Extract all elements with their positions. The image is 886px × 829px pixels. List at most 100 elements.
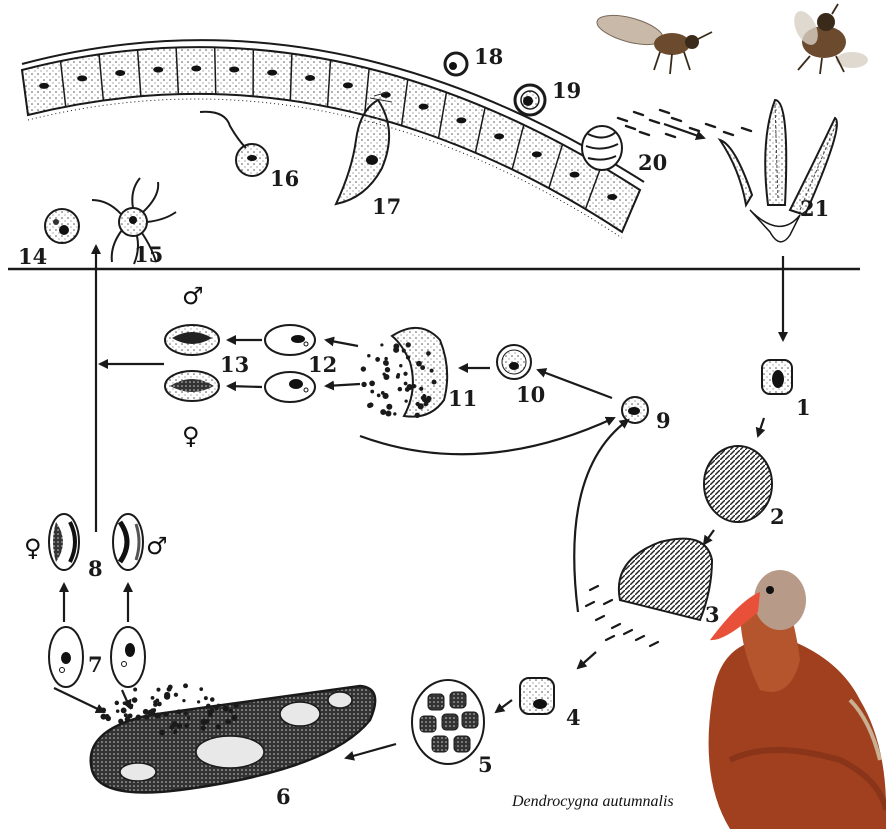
merozoite-dot xyxy=(164,692,170,698)
sporozoite xyxy=(690,128,699,131)
merozoite-dot xyxy=(385,411,391,417)
merozoite-dot xyxy=(210,697,215,702)
merozoite-dot xyxy=(206,704,211,709)
merozoite-dot xyxy=(217,704,220,707)
label-5: 5 xyxy=(478,752,493,777)
merozoite-dot xyxy=(426,396,431,401)
merozoite-dot xyxy=(115,701,119,705)
merozoite-dot xyxy=(182,699,185,702)
epithelial-nucleus xyxy=(77,75,87,81)
merozoite-dot xyxy=(397,373,401,377)
male-symbol-13: ♂ xyxy=(182,282,204,310)
merozoite-dot xyxy=(407,384,413,390)
daughter-cell xyxy=(432,736,448,752)
merozoite xyxy=(636,636,644,640)
merozoite-dot xyxy=(422,394,426,398)
label-18: 18 xyxy=(474,44,503,69)
duck-photo xyxy=(709,570,886,829)
merozoite xyxy=(590,586,598,590)
label-8: 8 xyxy=(88,556,103,581)
stage-3-rupturing-schizont xyxy=(586,539,712,646)
stage-11-rupturing-schizont xyxy=(361,328,448,418)
merozoite-dot xyxy=(233,702,239,708)
released-sporozoites xyxy=(618,110,751,137)
female-symbol-8: ♀ xyxy=(24,534,42,562)
merozoite xyxy=(612,624,620,628)
merozoite xyxy=(650,642,658,646)
merozoite-dot xyxy=(228,709,233,714)
merozoite-dot xyxy=(383,360,389,366)
merozoite-dot xyxy=(187,716,190,719)
merozoite-dot xyxy=(415,413,420,418)
merozoite-dot xyxy=(377,394,381,398)
merozoite-dot xyxy=(208,713,213,718)
label-10: 10 xyxy=(516,382,545,407)
label-9: 9 xyxy=(656,408,671,433)
merozoite-dot xyxy=(386,404,392,410)
stage-2-schizont xyxy=(704,446,772,522)
epithelial-nucleus xyxy=(494,133,504,139)
merozoite-dot xyxy=(404,399,407,402)
daughter-cell xyxy=(454,736,470,752)
epithelial-nucleus xyxy=(305,75,315,81)
label-7: 7 xyxy=(88,652,103,677)
merozoite-dot xyxy=(416,402,420,406)
merozoite-dot xyxy=(406,355,410,359)
merozoite-dot xyxy=(399,364,402,367)
label-3: 3 xyxy=(705,602,720,627)
sporozoite xyxy=(626,126,635,129)
label-6: 6 xyxy=(276,784,291,809)
merozoite-dot xyxy=(156,688,160,692)
merozoite-dot xyxy=(419,387,423,391)
merozoite-dot xyxy=(420,365,425,370)
merozoite-dot xyxy=(125,717,130,722)
label-17: 17 xyxy=(372,194,401,219)
merozoite-dot xyxy=(143,709,149,715)
stage-10-cell xyxy=(497,345,531,379)
epithelial-nucleus xyxy=(229,67,239,73)
stage-18-oocyst xyxy=(445,53,467,75)
sporozoite xyxy=(724,132,733,135)
daughter-cell xyxy=(450,692,466,708)
epithelial-nucleus xyxy=(456,117,466,123)
label-4: 4 xyxy=(566,705,581,730)
merozoite-dot xyxy=(402,349,406,353)
merozoite-dot xyxy=(201,725,206,730)
male-symbol-8: ♂ xyxy=(146,532,168,560)
label-1: 1 xyxy=(796,395,811,420)
epithelial-nucleus xyxy=(191,66,201,72)
merozoite-dot xyxy=(118,719,123,724)
merozoite-dot xyxy=(361,382,366,387)
merozoite xyxy=(606,636,614,640)
female-symbol-13: ♀ xyxy=(182,422,200,450)
merozoite-dot xyxy=(155,699,159,703)
merozoite-dot xyxy=(416,361,422,367)
label-12: 12 xyxy=(308,352,337,377)
epithelial-nucleus xyxy=(39,83,49,89)
merozoite-dot xyxy=(153,702,157,706)
label-2: 2 xyxy=(770,504,785,529)
merozoite-dot xyxy=(216,724,221,729)
daughter-cell xyxy=(420,716,436,732)
sporozoite xyxy=(618,118,627,121)
merozoite-dot xyxy=(168,685,173,690)
merozoite-dot xyxy=(404,382,408,386)
label-15: 15 xyxy=(134,242,163,267)
merozoite-dot xyxy=(406,342,411,347)
merozoite-dot xyxy=(204,696,208,700)
merozoite-dot xyxy=(424,402,429,407)
stage-14-cell xyxy=(45,209,79,243)
label-20: 20 xyxy=(638,150,667,175)
merozoite xyxy=(596,616,604,620)
merozoite-dot xyxy=(116,709,120,713)
merozoite-dot xyxy=(430,369,434,373)
daughter-cell xyxy=(462,712,478,728)
merozoite-dot xyxy=(133,688,137,692)
merozoite-dot xyxy=(398,387,403,392)
merozoite-dot xyxy=(215,706,219,710)
merozoite-dot xyxy=(149,709,155,715)
merozoite-dot xyxy=(432,380,437,385)
epithelial-nucleus xyxy=(267,70,277,76)
merozoite-dot xyxy=(383,393,389,399)
